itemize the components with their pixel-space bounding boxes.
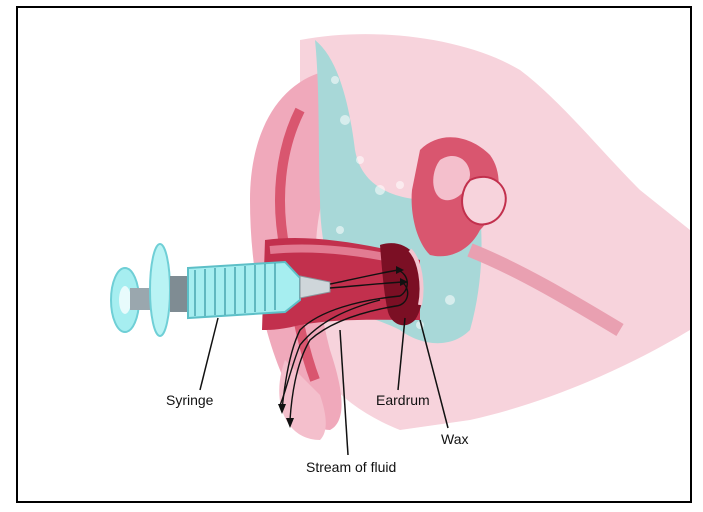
cochlea: [462, 177, 506, 225]
label-syringe: Syringe: [166, 392, 213, 408]
label-stream-of-fluid: Stream of fluid: [306, 459, 396, 475]
syringe-callout-line: [200, 318, 218, 390]
label-eardrum: Eardrum: [376, 392, 430, 408]
syringe-flange: [150, 244, 170, 336]
label-wax: Wax: [441, 431, 468, 447]
